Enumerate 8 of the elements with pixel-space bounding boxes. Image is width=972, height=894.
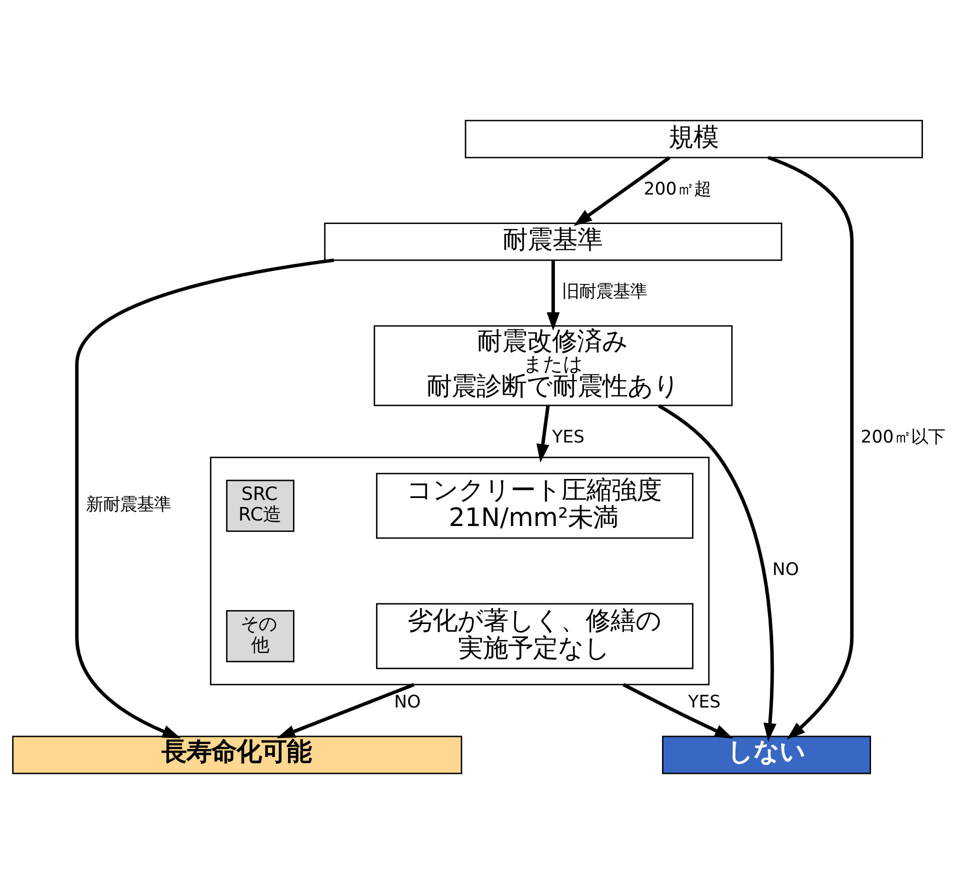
edge-label: 200㎡以下 (860, 427, 945, 448)
edge-label: 新耐震基準 (86, 494, 171, 515)
edge-label: 200㎡超 (644, 179, 711, 200)
edge-label: YES (688, 692, 721, 713)
edge-label: NO (394, 692, 421, 713)
edge-label: 旧耐震基準 (562, 282, 648, 302)
edge-label: NO (772, 560, 799, 580)
edge-label: YES (552, 427, 585, 448)
